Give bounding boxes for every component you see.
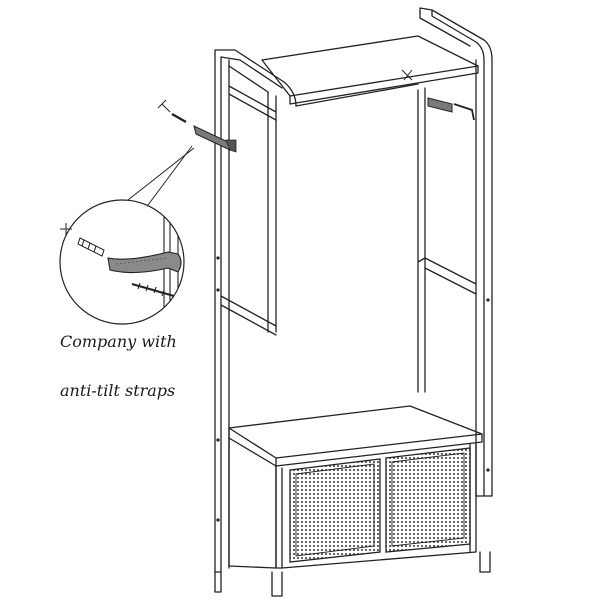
post-bolts [216, 256, 490, 522]
anti-tilt-strap-icon [107, 251, 182, 274]
anti-tilt-strap-icon [193, 125, 237, 153]
anti-tilt-strap-icon [427, 97, 475, 121]
mesh-drawer-right [385, 447, 471, 553]
screw-icon [401, 69, 413, 81]
callout-detail [59, 199, 185, 325]
legs [214, 551, 491, 597]
hanging-rod [295, 83, 419, 107]
back-left-post [267, 91, 277, 333]
back-right-post [417, 87, 426, 393]
top-shelf [261, 35, 479, 105]
front-right-post [419, 7, 493, 497]
screw-icon [157, 99, 187, 124]
wall-anchor-icon [77, 237, 105, 257]
crosshair-icon [60, 223, 72, 235]
top-left-side-frame [214, 49, 297, 121]
caption-line-1: Company with [60, 332, 177, 351]
front-left-post [214, 54, 230, 573]
callout-leader-lines [127, 145, 195, 206]
right-side-crossbar [417, 257, 477, 295]
left-side-crossbar [220, 295, 277, 336]
caption-line-2: anti-tilt straps [60, 381, 176, 400]
mesh-drawer-left [289, 458, 381, 563]
